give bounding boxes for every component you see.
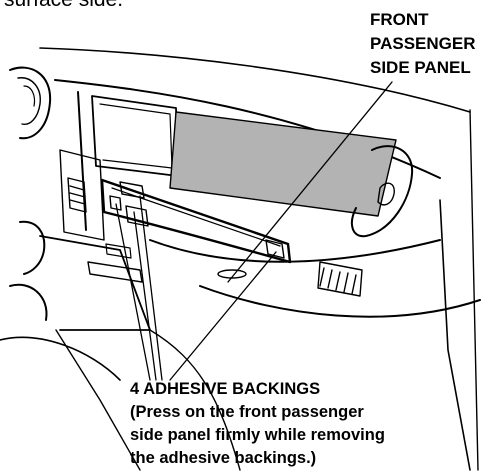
center-stack-panel bbox=[59, 149, 105, 241]
right-side-door-edge bbox=[439, 199, 471, 471]
console-switch bbox=[105, 243, 132, 259]
adhesive-backings bbox=[109, 181, 285, 259]
glovebox-lower bbox=[199, 285, 481, 318]
shift-lever bbox=[19, 220, 46, 275]
right-pillar-cutout bbox=[377, 182, 395, 206]
lower-dash-curve bbox=[149, 239, 441, 263]
console-lower bbox=[0, 336, 121, 381]
adhesive-note-line: the adhesive backings.) bbox=[130, 449, 317, 467]
intro-text-fragment: surface side. bbox=[4, 0, 123, 12]
cluster-ring-inner bbox=[23, 85, 36, 107]
adhesive-note-line: side panel firmly while removing bbox=[130, 426, 385, 444]
cluster-hood bbox=[9, 66, 52, 140]
center-screen-inner bbox=[99, 103, 173, 169]
adhesive-tab-3 bbox=[265, 239, 285, 259]
adhesive-leader-line-1 bbox=[133, 211, 157, 381]
adhesive-leader-line-3 bbox=[169, 251, 277, 381]
adhesive-tab-1 bbox=[119, 181, 145, 199]
adhesive-tab-4 bbox=[109, 195, 122, 211]
console-slot bbox=[87, 261, 143, 283]
adhesive-title: 4 ADHESIVE BACKINGS bbox=[130, 380, 321, 398]
adhesive-backings-label: 4 ADHESIVE BACKINGS (Press on the front … bbox=[130, 378, 385, 470]
label-line: SIDE PANEL bbox=[370, 58, 471, 77]
right-pillar-cap bbox=[350, 145, 414, 238]
gray-trim-panel bbox=[169, 111, 397, 217]
center-console bbox=[39, 235, 151, 331]
adhesive-leader-line-2 bbox=[139, 195, 163, 381]
shift-knob-base bbox=[9, 283, 48, 321]
adhesive-tab-2 bbox=[125, 205, 149, 227]
front-panel-leader-line bbox=[227, 81, 393, 283]
front-passenger-side-panel-label: FRONT PASSENGER SIDE PANEL bbox=[370, 8, 500, 80]
center-stack-left bbox=[77, 91, 87, 231]
label-line: FRONT bbox=[370, 10, 429, 29]
label-line: PASSENGER bbox=[370, 34, 476, 53]
right-vent bbox=[317, 261, 363, 297]
floor-line bbox=[149, 329, 241, 471]
windshield-line bbox=[39, 47, 471, 113]
adhesive-leader-line-4 bbox=[115, 203, 151, 381]
console-side bbox=[55, 329, 141, 471]
right-edge bbox=[469, 109, 479, 471]
left-vent-lines bbox=[67, 177, 87, 213]
adhesive-note-line: (Press on the front passenger bbox=[130, 403, 364, 421]
cluster-ring bbox=[17, 77, 41, 125]
